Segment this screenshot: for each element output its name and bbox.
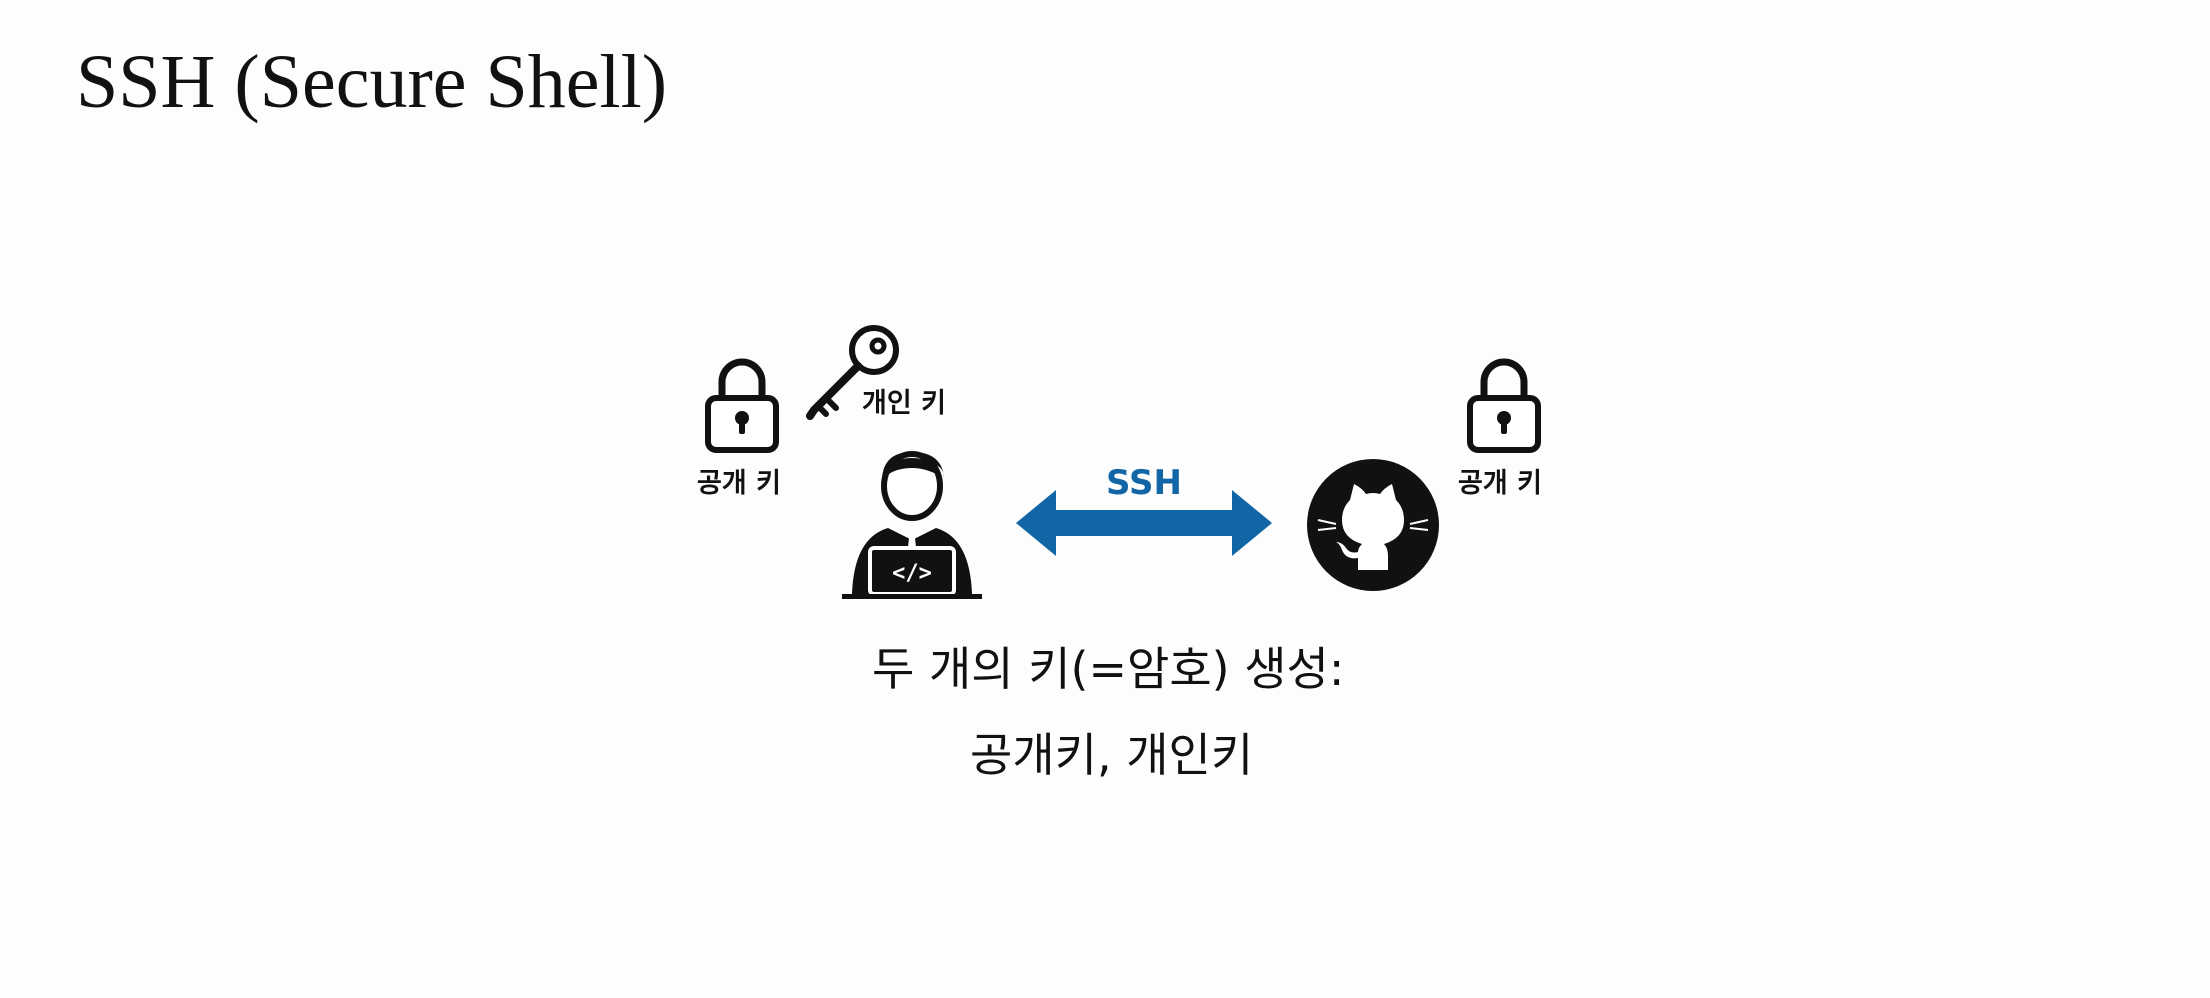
github-octocat-icon xyxy=(1307,459,1439,591)
lock-icon xyxy=(1467,358,1541,453)
caption-line-1: 두 개의 키(=암호) 생성: xyxy=(872,642,1345,696)
lock-icon xyxy=(705,358,779,453)
right-public-key-label: 공개 키 xyxy=(1458,468,1542,499)
caption-line-2: 공개키, 개인키 xyxy=(970,728,1254,782)
laptop-code-symbol: </> xyxy=(892,561,932,586)
developer-with-laptop-icon: </> xyxy=(842,451,982,599)
key-icon xyxy=(806,325,899,420)
slide-title: SSH (Secure Shell) xyxy=(76,40,668,124)
ssh-connection-label: SSH xyxy=(1106,463,1182,503)
double-arrow-icon xyxy=(1016,490,1272,556)
private-key-label: 개인 키 xyxy=(862,388,946,419)
left-public-key-label: 공개 키 xyxy=(697,468,781,499)
